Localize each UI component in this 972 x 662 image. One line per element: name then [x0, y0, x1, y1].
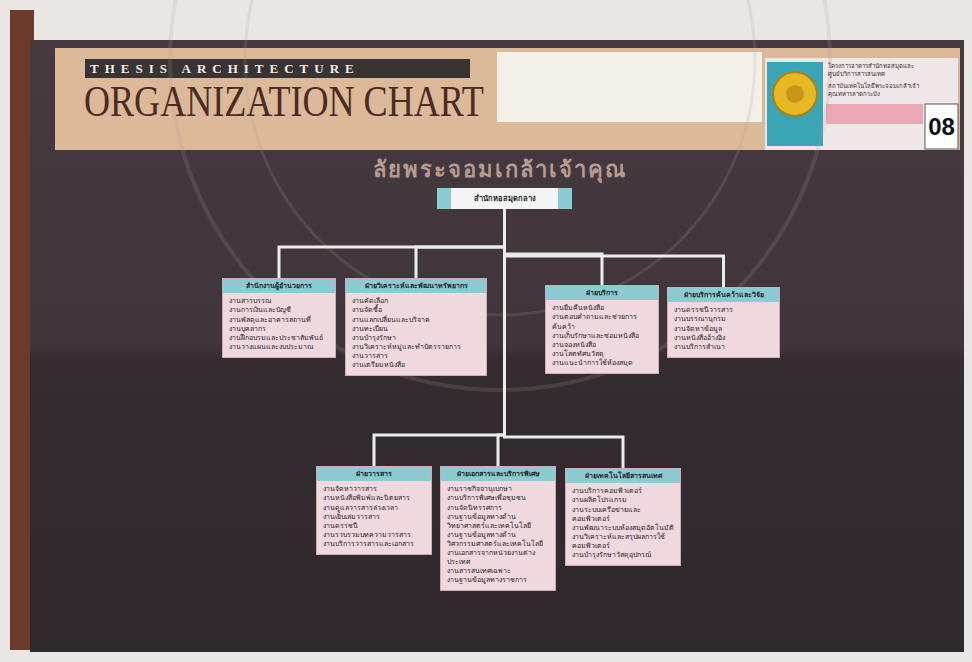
- department-box: ฝ่ายบริการงานยืมคืนหนังสืองานตอบคำถามและ…: [545, 285, 659, 374]
- unit-heading: ฝ่ายวิเคราะห์และพัฒนาทรัพยากร: [346, 279, 486, 293]
- task-item: งานทะเบียน: [346, 325, 486, 334]
- task-item: งานวิเคราะห์และสรุปผลการใช้คอมพิวเตอร์: [566, 533, 680, 551]
- task-item: งานสารสนเทศเฉพาะ: [441, 567, 555, 576]
- department-box: ฝ่ายเทคโนโลยีสารสนเทศงานบริการคอมพิวเตอร…: [565, 468, 681, 566]
- task-item: งานบริการสำเนา: [668, 343, 779, 357]
- department-box: ฝ่ายวิเคราะห์และพัฒนาทรัพยากรงานคัดเลือก…: [345, 278, 487, 376]
- task-item: งานบำรุงรักษา: [346, 334, 486, 343]
- task-item: งานฝึกอบรมและประชาสัมพันธ์: [223, 334, 335, 343]
- task-item: งานฐานข้อมูลทางราชการ: [441, 576, 555, 590]
- task-item: งานแลกเปลี่ยนและบริจาค: [346, 316, 486, 325]
- task-item: งานราชกิจจานุเบกษา: [441, 481, 555, 494]
- logo-center: [786, 85, 804, 103]
- subtitle: THESIS ARCHITECTURE: [90, 61, 470, 77]
- unit-heading: ฝ่ายเทคโนโลยีสารสนเทศ: [566, 469, 680, 483]
- task-item: งานคัดเลือก: [346, 293, 486, 306]
- unit-heading: ฝ่ายบริการ: [546, 286, 658, 300]
- unit-heading: สำนักงานผู้อำนวยการ: [223, 279, 335, 293]
- chart-title: ORGANIZATION CHART: [84, 80, 484, 124]
- org-connector: [416, 209, 505, 278]
- task-item: งานตอบคำถามและช่วยการค้นคว้า: [546, 313, 658, 331]
- header-white-area: [497, 52, 762, 122]
- header-band: [55, 48, 960, 150]
- task-item: งานฐานข้อมูลทางด้านวิศวกรรมศาสตร์และเทคโ…: [441, 531, 555, 549]
- task-item: งานวิเคราะห์หมู่และทำบัตรรายการ: [346, 343, 486, 352]
- task-item: งานพัสดุและอาคารสถานที่: [223, 316, 335, 325]
- title-block: [765, 58, 958, 150]
- task-item: งานหนังสือพิมพ์และนิตยสาร: [317, 494, 431, 503]
- task-item: งานโสตทัศนวัสดุ: [546, 350, 658, 359]
- title-strip: [826, 104, 923, 124]
- task-item: งานบำรุงรักษาวัสดุอุปกรณ์: [566, 551, 680, 565]
- org-connector: [505, 209, 603, 285]
- task-item: งานเย็บเล่มวารสาร: [317, 513, 431, 522]
- task-item: งานพัฒนาระบบห้องสมุดอัตโนมัติ: [566, 524, 680, 533]
- task-item: งานบริการพิเศษเพื่อชุมชน: [441, 494, 555, 503]
- org-connector: [505, 209, 724, 287]
- watermark-seal: [170, 0, 830, 390]
- task-item: งานบรรณานุกรม: [668, 315, 779, 324]
- task-item: งานจัดหาข้อมูล: [668, 325, 779, 334]
- org-connector: [279, 209, 505, 278]
- task-item: งานแนะนำการใช้ห้องสมุด: [546, 359, 658, 373]
- task-item: งานเก็บรักษาและซ่อมหนังสือ: [546, 332, 658, 341]
- task-item: งานดรรชนีวารสาร: [668, 302, 779, 315]
- task-item: งานสารบรรณ: [223, 293, 335, 306]
- unit-heading: ฝ่ายเอกสารและบริการพิเศษ: [441, 467, 555, 481]
- sheet-number: 08: [926, 113, 957, 141]
- institute-name: สถาบันเทคโนโลยีพระจอมเกล้าเจ้าคุณทหารลาด…: [828, 82, 922, 97]
- task-item: งานจัดนิทรรศการ: [441, 504, 555, 513]
- task-item: งานยืมคืนหนังสือ: [546, 300, 658, 313]
- task-item: งานผลิตโปรแกรม: [566, 496, 680, 505]
- department-box: ฝ่ายบริการค้นคว้าและวิจัยงานดรรชนีวารสาร…: [667, 287, 780, 358]
- unit-heading: ฝ่ายบริการค้นคว้าและวิจัย: [668, 288, 779, 302]
- task-item: งานฐานข้อมูลทางด้านวิทยาศาสตร์และเทคโนโล…: [441, 513, 555, 531]
- unit-heading: ฝ่ายวารสาร: [317, 467, 431, 481]
- department-box: ฝ่ายเอกสารและบริการพิเศษงานราชกิจจานุเบก…: [440, 466, 556, 591]
- task-item: งานบริการวารสารและเอกสาร: [317, 540, 431, 554]
- task-item: งานบริการคอมพิวเตอร์: [566, 483, 680, 496]
- task-item: งานรวบรวมบทความวารสาร: [317, 531, 431, 540]
- task-item: งานบุคลากร: [223, 325, 335, 334]
- head-office-box: สำนักหอสมุดกลาง: [437, 188, 572, 209]
- task-item: งานการเงินและบัญชี: [223, 306, 335, 315]
- task-item: งานจัดซื้อ: [346, 306, 486, 315]
- watermark: ลัยพระจอมเกล้าเจ้าคุณ: [300, 152, 700, 187]
- task-item: งานจัดหาวารสาร: [317, 481, 431, 494]
- task-item: งานวางแผนและงบประมาณ: [223, 343, 335, 357]
- task-item: งานวารสาร: [346, 352, 486, 361]
- task-item: งานเตรียมหนังสือ: [346, 361, 486, 375]
- unit-heading: สำนักหอสมุดกลาง: [455, 194, 554, 203]
- task-item: งานดูแลวารสารล่วงเวลา: [317, 504, 431, 513]
- sheet-number-box: [925, 104, 958, 149]
- project-name: โครงการอาคารสำนักหอสมุดและศูนย์บริการสาร…: [828, 62, 922, 77]
- logo-panel: [767, 62, 823, 146]
- task-item: งานดรรชนี: [317, 522, 431, 531]
- watermark-seal: [245, 0, 755, 315]
- task-item: งานเอกสารจากหน่วยงานต่างประเทศ: [441, 549, 555, 567]
- task-item: งานจองหนังสือ: [546, 341, 658, 350]
- logo-emblem: [773, 72, 817, 116]
- task-item: งานหนังสืออ้างอิง: [668, 334, 779, 343]
- subtitle-band: [85, 59, 470, 78]
- department-box: สำนักงานผู้อำนวยการงานสารบรรณงานการเงินแ…: [222, 278, 336, 358]
- task-item: งานระบบเครือข่ายและคอมพิวเตอร์: [566, 506, 680, 524]
- department-box: ฝ่ายวารสารงานจัดหาวารสารงานหนังสือพิมพ์แ…: [316, 466, 432, 555]
